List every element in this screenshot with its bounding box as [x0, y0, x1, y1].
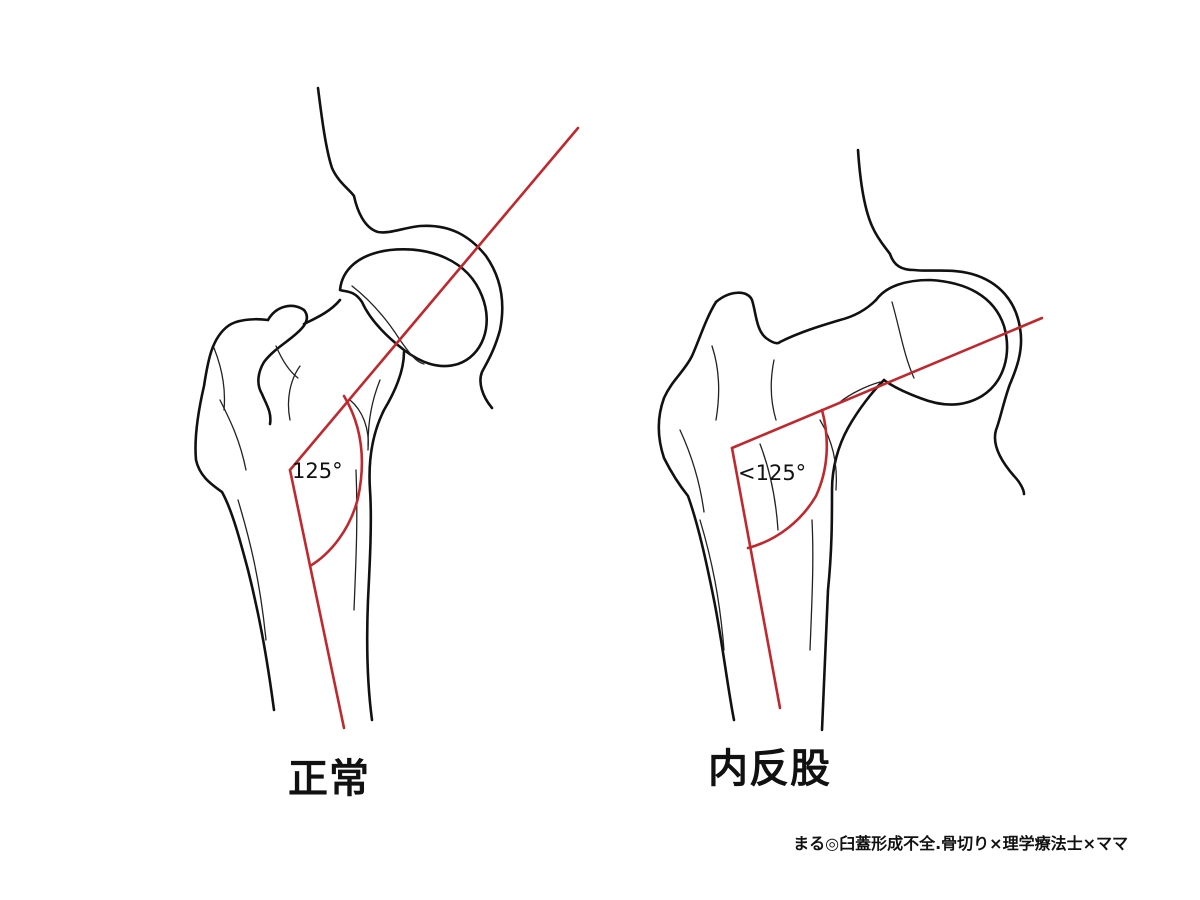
coxa-vara-axis-lines [732, 318, 1042, 708]
normal-neck-axis [290, 128, 578, 470]
author-credit: まる◎臼蓋形成不全.骨切り×理学療法士×ママ [793, 830, 1128, 854]
normal-femur-outline [195, 249, 486, 720]
normal-shaft-axis [290, 470, 344, 728]
normal-caption: 正常 [288, 746, 370, 804]
coxa-vara-femur-figure: <125° [659, 150, 1042, 730]
normal-femur-figure: 125° [195, 88, 578, 728]
normal-axis-lines [290, 128, 578, 728]
coxa-vara-angle-label: <125° [738, 461, 806, 485]
normal-pelvis-outline [318, 88, 502, 408]
coxa-vara-femur-outline [659, 280, 1007, 730]
coxa-vara-caption: 内反股 [708, 736, 831, 794]
coxa-vara-pelvis-outline [858, 150, 1024, 494]
normal-angle-label: 125° [292, 459, 343, 483]
